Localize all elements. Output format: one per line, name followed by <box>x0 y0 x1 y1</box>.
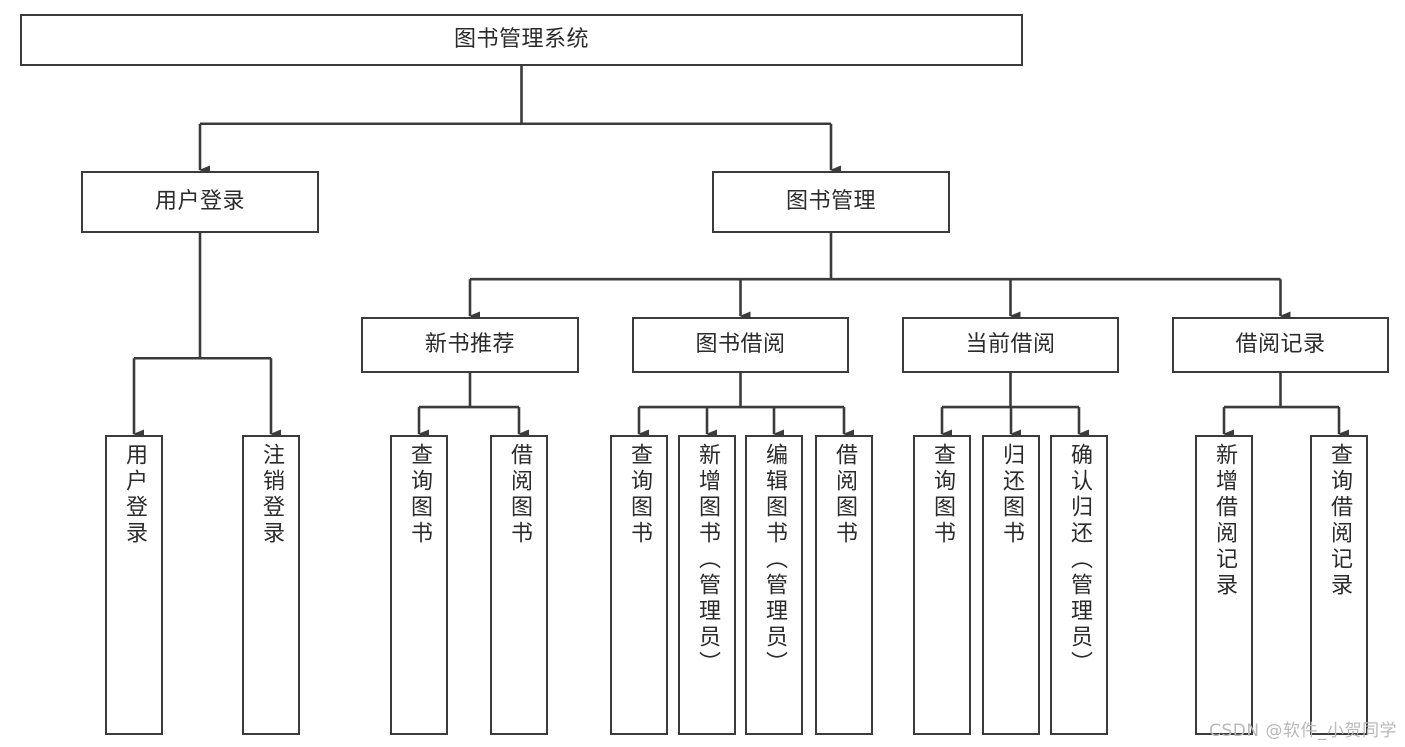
node-label: 查询图书 <box>407 443 432 547</box>
node-user-login[interactable]: 用户登录 <box>81 171 319 233</box>
node-label: 借阅图书 <box>507 443 532 547</box>
node-label: 图书管理系统 <box>453 27 589 53</box>
node-borrow-record[interactable]: 借阅记录 <box>1172 317 1389 373</box>
node-new-book-recommendation[interactable]: 新书推荐 <box>361 317 579 373</box>
node-label: 当前借阅 <box>965 332 1056 358</box>
leaf-query-borrow-record[interactable]: 查询借阅记录 <box>1310 435 1368 735</box>
watermark-text: CSDN @软件_小贺同学 <box>1209 721 1397 741</box>
node-label: 借阅记录 <box>1235 332 1326 358</box>
leaf-confirm-return-admin[interactable]: 确认归还（管理员） <box>1050 435 1108 735</box>
leaf-return-book[interactable]: 归还图书 <box>982 435 1040 735</box>
node-label: 用户登录 <box>154 189 245 215</box>
leaf-add-borrow-record[interactable]: 新增借阅记录 <box>1195 435 1253 735</box>
leaf-logout[interactable]: 注销登录 <box>242 435 300 735</box>
node-label: 查询图书 <box>627 443 652 547</box>
node-label: 新增借阅记录 <box>1212 443 1237 599</box>
connector-edges <box>132 66 1349 439</box>
node-label: 确认归还（管理员） <box>1067 443 1092 677</box>
node-book-management[interactable]: 图书管理 <box>712 171 950 233</box>
node-label: 图书管理 <box>785 189 876 215</box>
leaf-user-login[interactable]: 用户登录 <box>105 435 163 735</box>
leaf-query-book-borrow[interactable]: 查询图书 <box>610 435 668 735</box>
node-label: 新书推荐 <box>424 332 515 358</box>
leaf-borrow-book[interactable]: 借阅图书 <box>815 435 873 735</box>
node-label: 注销登录 <box>259 443 284 547</box>
node-label: 查询图书 <box>930 443 955 547</box>
node-label: 查询借阅记录 <box>1327 443 1352 599</box>
node-current-borrow[interactable]: 当前借阅 <box>902 317 1119 373</box>
leaf-query-book-recommendation[interactable]: 查询图书 <box>390 435 448 735</box>
leaf-edit-book-admin[interactable]: 编辑图书（管理员） <box>745 435 803 735</box>
node-root-system[interactable]: 图书管理系统 <box>20 14 1023 66</box>
node-label: 用户登录 <box>122 443 147 547</box>
node-label: 借阅图书 <box>832 443 857 547</box>
node-label: 图书借阅 <box>695 332 786 358</box>
node-label: 新增图书（管理员） <box>695 443 720 677</box>
node-label: 归还图书 <box>999 443 1024 547</box>
node-book-borrow[interactable]: 图书借阅 <box>632 317 849 373</box>
leaf-query-book-current[interactable]: 查询图书 <box>913 435 971 735</box>
leaf-add-book-admin[interactable]: 新增图书（管理员） <box>678 435 736 735</box>
leaf-borrow-book-recommendation[interactable]: 借阅图书 <box>490 435 548 735</box>
node-label: 编辑图书（管理员） <box>762 443 787 677</box>
